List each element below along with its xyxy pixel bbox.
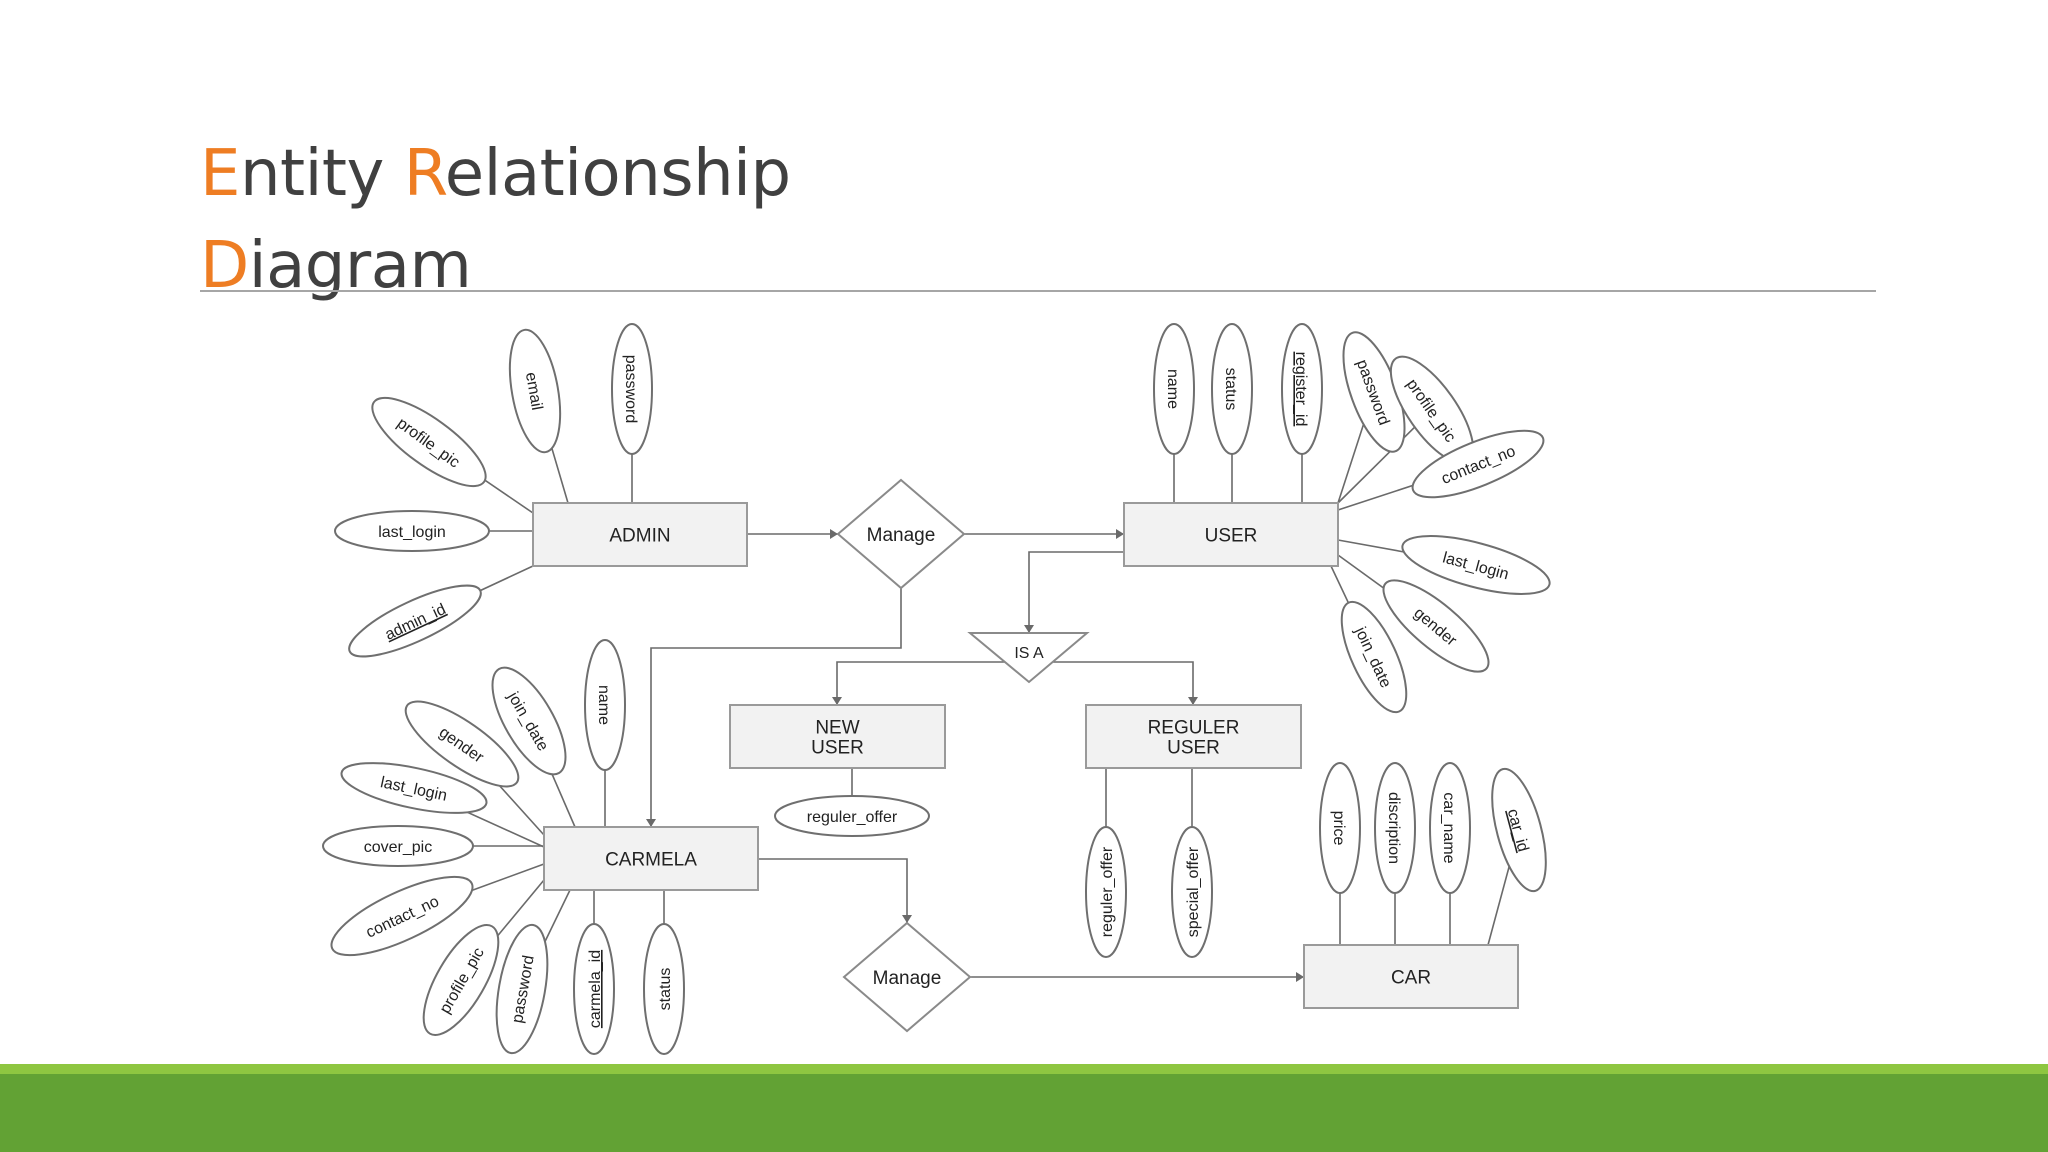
attribute-label: register_id bbox=[1292, 352, 1309, 427]
attribute-label: password bbox=[622, 355, 639, 423]
entity-carmela: CARMELA bbox=[543, 826, 759, 891]
attribute-label: status bbox=[657, 968, 674, 1011]
entity-admin: ADMIN bbox=[532, 502, 748, 567]
title-accent-letter: R bbox=[403, 137, 446, 211]
relationship-label: Manage bbox=[873, 968, 942, 989]
attribute-user-last-login: last_login bbox=[1401, 535, 1551, 595]
arrowhead bbox=[1188, 697, 1198, 705]
relationship-label: Manage bbox=[867, 525, 936, 546]
attribute-new-user-reguler-offer: reguler_offer bbox=[774, 795, 930, 837]
attribute-admin-last-login: last_login bbox=[334, 510, 490, 552]
attribute-label: car_name bbox=[1440, 792, 1457, 863]
entity-label: USER bbox=[1167, 738, 1220, 759]
attribute-carmela-gender: gender bbox=[404, 700, 520, 788]
attribute-reguler-user-reguler-offer: reguler_offer bbox=[1085, 826, 1127, 958]
relationship-label: IS A bbox=[1014, 645, 1044, 662]
attribute-carmela-name: name bbox=[584, 639, 626, 771]
arrowhead bbox=[1024, 625, 1034, 633]
entity-label: REGULER bbox=[1148, 718, 1240, 739]
entity-user: USER bbox=[1123, 502, 1339, 567]
attribute-carmela-contact-no: contact_no bbox=[330, 875, 474, 957]
attribute-carmela-password: password bbox=[495, 923, 549, 1055]
arrowhead bbox=[832, 697, 842, 705]
attribute-car-price: price bbox=[1319, 762, 1361, 894]
attribute-car-discription: discription bbox=[1374, 762, 1416, 894]
arrowhead bbox=[830, 529, 838, 539]
attribute-carmela-last-login: last_login bbox=[340, 762, 488, 814]
attribute-label: reguler_offer bbox=[807, 809, 898, 826]
attribute-user-name: name bbox=[1153, 323, 1195, 455]
attribute-label: price bbox=[1330, 811, 1347, 846]
attribute-label: special_offer bbox=[1185, 846, 1202, 937]
attribute-user-register-id: register_id bbox=[1281, 323, 1323, 455]
title-divider bbox=[200, 290, 1876, 292]
relationship-is-a: IS A bbox=[967, 632, 1090, 684]
attribute-car-name: car_name bbox=[1429, 762, 1471, 894]
footer-band bbox=[0, 1074, 2048, 1152]
arrowhead bbox=[902, 915, 912, 923]
attribute-carmela-cover-pic: cover_pic bbox=[322, 825, 474, 867]
relationship-manage-user: Manage bbox=[836, 478, 966, 590]
attribute-reguler-user-special-offer: special_offer bbox=[1171, 826, 1213, 958]
title-accent-letter: E bbox=[200, 137, 240, 211]
entity-label: USER bbox=[811, 738, 864, 759]
relationship-connector bbox=[1028, 551, 1124, 633]
attribute-label: reguler_offer bbox=[1099, 846, 1116, 937]
attribute-label: carmela_id bbox=[587, 950, 604, 1028]
entity-label: ADMIN bbox=[609, 526, 670, 547]
attribute-admin-email: email bbox=[508, 328, 562, 454]
attribute-admin-id: admin_id bbox=[348, 584, 482, 658]
attribute-car-id: car_id bbox=[1491, 767, 1547, 893]
relationship-connector bbox=[650, 588, 902, 827]
attribute-admin-profile-pic: profile_pic bbox=[371, 396, 487, 488]
entity-label: CARMELA bbox=[605, 850, 697, 871]
attribute-admin-password: password bbox=[611, 323, 653, 455]
relationship-connector bbox=[758, 858, 908, 923]
relationship-connector bbox=[1029, 661, 1194, 705]
attribute-carmela-id: carmela_id bbox=[573, 923, 615, 1055]
title-text: elationship bbox=[444, 137, 791, 211]
arrowhead bbox=[1116, 529, 1124, 539]
attribute-label: last_login bbox=[378, 524, 446, 541]
attribute-label: discription bbox=[1385, 792, 1402, 864]
title-text: ntity bbox=[239, 137, 404, 211]
attribute-label: status bbox=[1222, 368, 1239, 411]
attribute-label: name bbox=[595, 685, 612, 725]
arrowhead bbox=[1296, 972, 1304, 982]
entity-label: USER bbox=[1205, 526, 1258, 547]
relationship-manage-car: Manage bbox=[842, 921, 972, 1033]
attribute-user-password: password bbox=[1342, 331, 1406, 453]
entity-label: CAR bbox=[1391, 968, 1431, 989]
attribute-label: name bbox=[1164, 369, 1181, 409]
footer-stripe-light bbox=[0, 1064, 2048, 1074]
attribute-label: email bbox=[522, 371, 545, 412]
attribute-user-status: status bbox=[1211, 323, 1253, 455]
relationship-connector bbox=[836, 661, 1029, 705]
entity-car: CAR bbox=[1303, 944, 1519, 1009]
entity-label: NEW bbox=[815, 718, 859, 739]
attribute-carmela-status: status bbox=[643, 923, 685, 1055]
connector-lines bbox=[398, 389, 1520, 990]
arrowhead bbox=[646, 819, 656, 827]
title-line-1: Entity Relationship bbox=[200, 137, 791, 211]
attribute-label: cover_pic bbox=[364, 839, 432, 856]
